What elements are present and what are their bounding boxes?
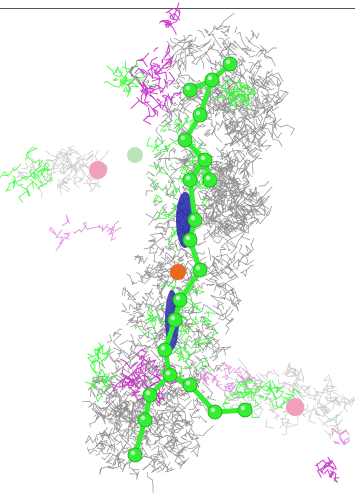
ligand-atom-highlight-11: [175, 295, 181, 301]
right-arm-mesh-strands: [223, 358, 339, 435]
ligand-atom-highlight-6: [185, 175, 191, 181]
ligand-atom-highlight-13: [160, 345, 166, 351]
orange-atom: [170, 264, 186, 280]
right-arm-pink-mesh-strands: [192, 363, 265, 401]
ligand-atom-highlight-15: [145, 390, 151, 396]
ligand-atoms: [89, 56, 304, 463]
ligand-atom-highlight-0: [225, 59, 231, 65]
green-mesh-upper-left-strands: [104, 60, 158, 98]
stray-density-fragments: [48, 2, 350, 484]
magenta-fragment-bottom-right-strands: [315, 456, 340, 484]
gray-mesh-lobe-9-strands: [197, 147, 273, 248]
ligand-atom-highlight-16: [140, 415, 146, 421]
gray-mesh-lobe-9: [197, 147, 273, 248]
magenta-fragment-top: [158, 2, 181, 35]
ligand-atom-0: [222, 56, 238, 72]
ligand-atom-highlight-1: [207, 75, 213, 81]
left-arm-green-mesh: [0, 147, 54, 204]
ligand-atom-7: [202, 172, 218, 188]
ligand-atom-highlight-18: [210, 407, 216, 413]
ligand-atom-highlight-17: [130, 450, 136, 456]
ligand-atom-6: [182, 172, 198, 188]
ligand-atom-5: [197, 152, 213, 168]
ligand-atom-12: [167, 312, 183, 328]
ligand-atom-highlight-3: [195, 110, 201, 116]
ligand-atom-9: [182, 232, 198, 248]
left-arm-mesh: [13, 145, 110, 199]
ligand-atom-highlight-4: [180, 135, 186, 141]
ligand-atom-16: [137, 412, 153, 428]
ligand-atom-11: [172, 292, 188, 308]
left-arm-green-mesh-strands: [0, 147, 54, 204]
magenta-fragment-bottom-right: [315, 456, 340, 484]
ligand-atom-2: [182, 82, 198, 98]
ligand-atom-highlight-19: [240, 405, 246, 411]
green-mesh-lower-left-strands: [85, 342, 118, 403]
ligand-atom-highlight-5: [200, 155, 206, 161]
ligand-atom-1: [204, 72, 220, 88]
ligand-atom-17: [127, 447, 143, 463]
right-arm-mesh: [223, 358, 339, 435]
ligand-atom-highlight-20: [185, 380, 191, 386]
left-arm-mesh-strands: [13, 145, 110, 199]
green-mesh-upper-right-strands: [214, 78, 259, 111]
pink-atom-left: [89, 161, 107, 179]
ligand-atom-18: [207, 404, 223, 420]
ligand-atom-10: [192, 262, 208, 278]
pink-atom-right: [286, 398, 304, 416]
ligand-atom-highlight-9: [185, 235, 191, 241]
green-mesh-upper-left: [104, 60, 158, 98]
ligand-atom-14: [162, 367, 178, 383]
ligand-atom-highlight-12: [170, 315, 176, 321]
ligand-atom-3: [192, 107, 208, 123]
right-arm-pink-mesh: [192, 363, 265, 401]
ligand-atom-highlight-7: [205, 175, 211, 181]
pink-fragment-left-strands: [48, 214, 122, 252]
right-tip-mesh: [313, 381, 355, 440]
green-mesh-lower-left: [85, 342, 118, 403]
ligand-atom-13: [157, 342, 173, 358]
magenta-fragment-top-strands: [158, 2, 181, 35]
magenta-mesh-upper: [127, 44, 183, 125]
ligand-atom-20: [182, 377, 198, 393]
right-tip-mesh-strands: [313, 381, 355, 440]
pink-fragment-right-strands: [331, 427, 350, 446]
ligand-atom-highlight-14: [165, 370, 171, 376]
pale-atom-left: [127, 147, 143, 163]
magenta-mesh-upper-strands: [127, 44, 183, 125]
ligand-atom-highlight-2: [185, 85, 191, 91]
ligand-atom-19: [237, 402, 253, 418]
ligand-atom-highlight-8: [190, 215, 196, 221]
ligand-atom-8: [187, 212, 203, 228]
green-mesh-upper-right: [214, 78, 259, 111]
ligand-atom-highlight-10: [195, 265, 201, 271]
pink-fragment-left: [48, 214, 122, 252]
ligand-atom-4: [177, 132, 193, 148]
ligand-atom-15: [142, 387, 158, 403]
pink-fragment-right: [331, 427, 350, 446]
